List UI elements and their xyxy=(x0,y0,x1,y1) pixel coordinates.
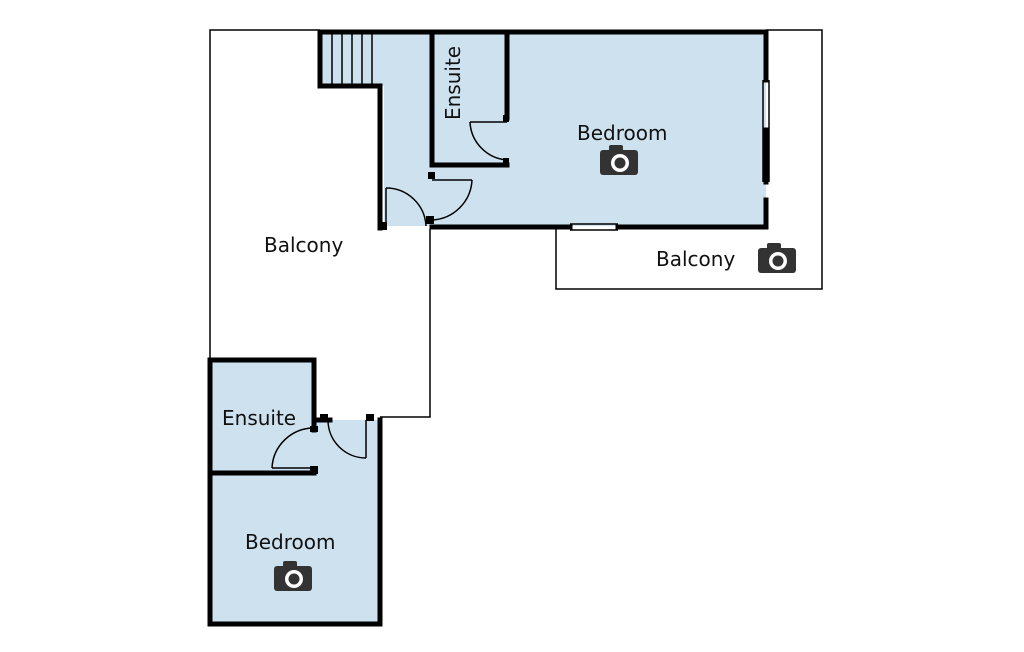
label-lower-bedroom: Bedroom xyxy=(245,530,335,554)
label-lower-ensuite: Ensuite xyxy=(222,406,296,430)
camera-icon[interactable] xyxy=(274,561,312,591)
camera-icon[interactable] xyxy=(758,243,796,273)
upper-entry-door xyxy=(426,172,473,224)
stairs xyxy=(320,34,378,86)
upper-ensuite-door xyxy=(469,115,509,165)
upper-unit xyxy=(317,29,770,231)
label-upper-ensuite: Ensuite xyxy=(441,46,465,120)
label-right-balcony: Balcony xyxy=(656,247,735,271)
label-upper-balcony: Balcony xyxy=(264,233,343,257)
camera-icon[interactable] xyxy=(600,145,638,175)
lower-unit xyxy=(207,357,383,627)
lower-entry-door xyxy=(320,414,374,459)
label-upper-bedroom: Bedroom xyxy=(577,121,667,145)
balcony-outline xyxy=(209,29,823,418)
lower-ensuite-door xyxy=(271,426,318,474)
upper-balcony-door xyxy=(380,187,427,230)
